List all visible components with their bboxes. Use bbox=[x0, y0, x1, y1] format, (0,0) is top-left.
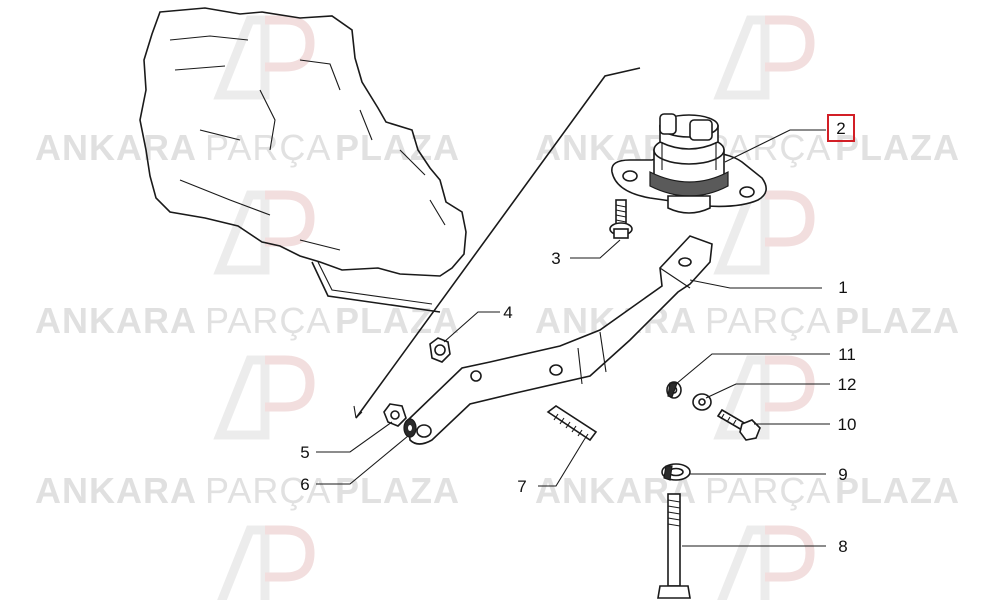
watermark-row: ANKARA PARÇA PLAZA ANKARA PARÇA PLAZA bbox=[35, 300, 960, 341]
callout-10[interactable]: 10 bbox=[838, 415, 857, 434]
watermark-text: PARÇA bbox=[705, 300, 831, 341]
leader-3 bbox=[570, 239, 621, 259]
watermark-text: ANKARA bbox=[35, 300, 197, 341]
watermark-text: PLAZA bbox=[835, 470, 960, 511]
watermark-text: ANKARA bbox=[35, 470, 197, 511]
bracket-arm-part bbox=[407, 235, 713, 445]
leader-11 bbox=[675, 353, 830, 385]
small-washer-11-part bbox=[666, 381, 682, 399]
bolt-10-part bbox=[716, 408, 761, 441]
stud-part bbox=[546, 405, 598, 442]
callout-12[interactable]: 12 bbox=[838, 375, 857, 394]
watermark-text: ANKARA bbox=[35, 127, 197, 168]
split-washer-9-part bbox=[661, 463, 691, 481]
leader-2 bbox=[724, 129, 826, 163]
leader-6 bbox=[316, 435, 409, 485]
watermark-text: PARÇA bbox=[205, 470, 331, 511]
callout-11[interactable]: 11 bbox=[838, 345, 856, 364]
callout-4[interactable]: 4 bbox=[503, 303, 512, 322]
callout-5[interactable]: 5 bbox=[300, 443, 309, 462]
callout-9[interactable]: 9 bbox=[838, 465, 847, 484]
nut-part bbox=[429, 337, 451, 363]
callout-3[interactable]: 3 bbox=[551, 249, 560, 268]
watermark-row: ANKARA PARÇA PLAZA ANKARA PARÇA PLAZA bbox=[35, 127, 960, 168]
watermark-text: PLAZA bbox=[335, 300, 460, 341]
watermark-logo bbox=[213, 15, 815, 600]
highlight-box bbox=[827, 114, 855, 142]
callout-2[interactable]: 2 bbox=[836, 119, 845, 138]
callout-1[interactable]: 1 bbox=[838, 278, 847, 297]
small-bolt-part bbox=[609, 199, 633, 239]
watermark-text: PLAZA bbox=[835, 127, 960, 168]
watermark-text: PARÇA bbox=[705, 470, 831, 511]
callout-labels: 2 3 1 4 5 6 7 11 12 10 9 8 bbox=[300, 114, 857, 556]
leader-4 bbox=[443, 311, 500, 343]
nut-washer-part bbox=[383, 403, 417, 438]
body-line bbox=[353, 67, 641, 419]
leader-12 bbox=[705, 383, 830, 399]
watermark-text: PLAZA bbox=[335, 470, 460, 511]
leader-1 bbox=[689, 279, 822, 289]
gearbox-outline bbox=[139, 7, 467, 313]
engine-mount-part bbox=[611, 113, 767, 214]
watermark-text: PLAZA bbox=[835, 300, 960, 341]
watermark-text: PLAZA bbox=[335, 127, 460, 168]
callout-8[interactable]: 8 bbox=[838, 537, 847, 556]
callout-6[interactable]: 6 bbox=[300, 475, 309, 494]
watermark-layer: ANKARA PARÇA PLAZA ANKARA PARÇA PLAZA AN… bbox=[35, 15, 960, 600]
leader-lines bbox=[316, 129, 830, 547]
leader-5 bbox=[316, 421, 393, 453]
watermark-text: PARÇA bbox=[205, 127, 331, 168]
long-bolt-8-part bbox=[657, 493, 691, 599]
leader-7 bbox=[538, 439, 585, 487]
watermark-row: ANKARA PARÇA PLAZA ANKARA PARÇA PLAZA bbox=[35, 470, 960, 511]
watermark-text: PARÇA bbox=[205, 300, 331, 341]
callout-7[interactable]: 7 bbox=[517, 477, 526, 496]
